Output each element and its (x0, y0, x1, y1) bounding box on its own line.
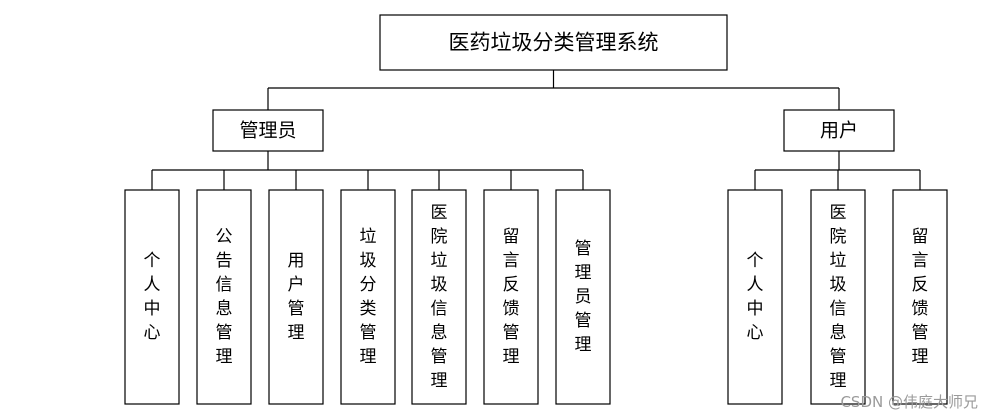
branch-node-box-user (783, 109, 895, 152)
leaf-node-label-user-1: 医院垃圾信息管理 (830, 203, 847, 391)
leaf-node-label-admin-3: 垃圾分类管理 (360, 227, 377, 367)
leaf-node-label-user-2: 留言反馈管理 (912, 227, 929, 367)
leaf-node-box-admin-6 (555, 189, 611, 405)
leaf-node-label-user-0: 个人中心 (747, 251, 764, 343)
root-node-label: 医药垃圾分类管理系统 (449, 31, 659, 55)
leaf-node-label-admin-2: 用户管理 (288, 251, 305, 343)
leaf-node-box-admin-4 (411, 189, 467, 405)
leaf-node-box-admin-0 (124, 189, 180, 405)
watermark: CSDN @伟庭大师兄 (840, 393, 978, 411)
root-node-box (379, 14, 728, 71)
leaf-node-label-admin-1: 公告信息管理 (216, 227, 233, 367)
leaf-node-label-admin-5: 留言反馈管理 (503, 227, 520, 367)
leaf-node-box-admin-1 (196, 189, 252, 405)
leaf-node-box-admin-3 (340, 189, 396, 405)
branch-node-label-admin: 管理员 (239, 120, 296, 142)
leaf-node-box-admin-5 (483, 189, 539, 405)
leaf-node-box-user-0 (727, 189, 783, 405)
leaf-node-label-admin-6: 管理员管理 (575, 239, 592, 355)
leaf-node-box-user-1 (810, 189, 866, 405)
branch-node-label-user: 用户 (820, 120, 858, 142)
leaf-node-box-admin-2 (268, 189, 324, 405)
leaf-node-box-user-2 (892, 189, 948, 405)
leaf-node-label-admin-0: 个人中心 (144, 251, 161, 343)
leaf-node-label-admin-4: 医院垃圾信息管理 (431, 203, 448, 391)
branch-node-box-admin (212, 109, 324, 152)
connector-lines (151, 70, 921, 190)
